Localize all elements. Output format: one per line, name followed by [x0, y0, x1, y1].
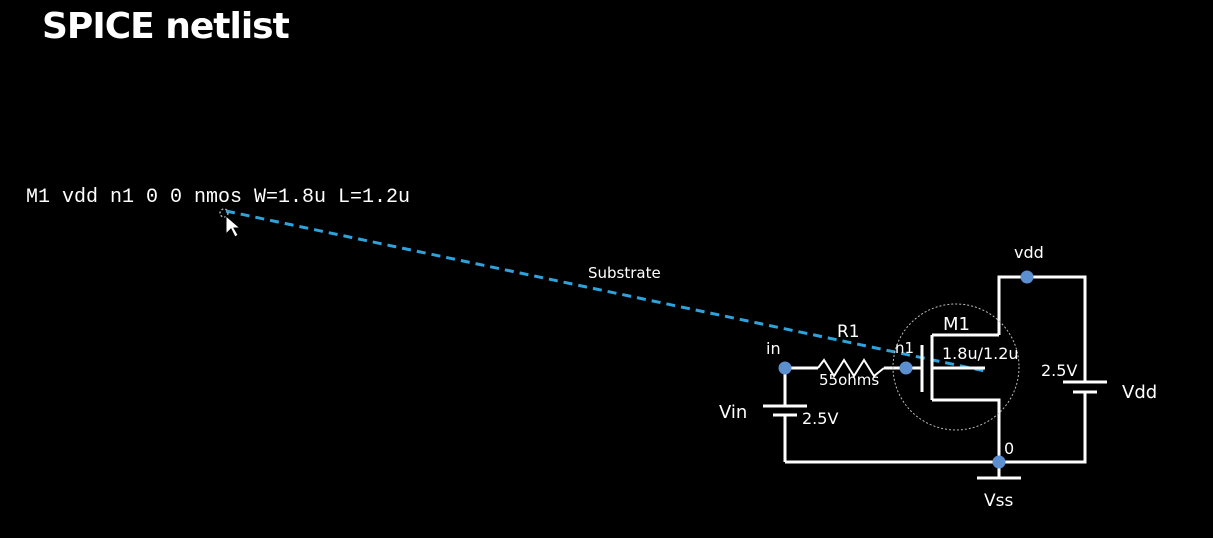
vin-name-label: Vin [719, 402, 747, 423]
circuit-wires [783, 275, 1087, 478]
vss-label: Vss [984, 491, 1013, 511]
node-vdd-dot [1020, 270, 1034, 284]
slide-title: SPICE netlist [42, 6, 290, 47]
r1-name-label: R1 [837, 322, 860, 342]
substrate-pointer-line [225, 209, 986, 373]
vdd-source-value-label: 2.5V [1041, 361, 1077, 380]
vin-battery-symbol [763, 404, 807, 417]
mosfet-outline-circle [892, 303, 1020, 431]
in-node-label: in [766, 339, 781, 358]
m1-size-label: 1.8u/1.2u [942, 344, 1019, 363]
node-n1-dot [899, 361, 913, 375]
m1-name-label: M1 [943, 314, 970, 335]
vdd-node-label: vdd [1014, 243, 1044, 262]
node-in-dot [778, 361, 792, 375]
node-ground-dot [992, 455, 1006, 469]
netlist-line: M1 vdd n1 0 0 nmos W=1.8u L=1.2u [26, 186, 411, 209]
n1-node-label: n1 [895, 339, 914, 357]
ground-node-label: 0 [1004, 439, 1014, 458]
vin-value-label: 2.5V [802, 409, 838, 428]
mouse-cursor-icon [219, 208, 242, 238]
resistor-r1-symbol [817, 358, 885, 378]
mosfet-m1-symbol [906, 333, 985, 402]
substrate-label: Substrate [588, 264, 661, 282]
vdd-battery-symbol [1063, 380, 1107, 394]
vdd-source-name-label: Vdd [1122, 382, 1157, 403]
r1-value-label: 55ohms [819, 371, 879, 389]
